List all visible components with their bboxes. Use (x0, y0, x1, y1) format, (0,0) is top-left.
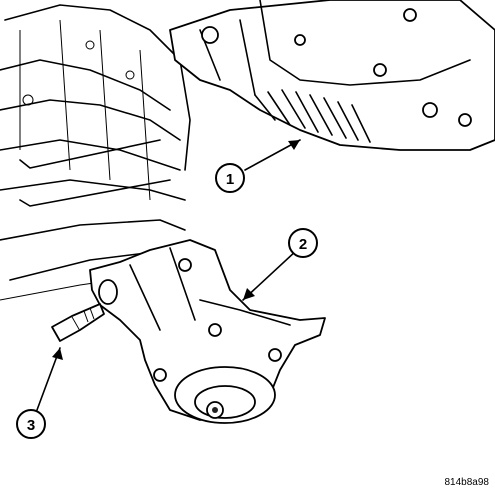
transmission-housing (169, 0, 495, 151)
callout-2: 2 (288, 228, 318, 258)
callout-1: 1 (215, 163, 245, 193)
callout-1-label: 1 (226, 171, 234, 188)
figure-id: 814b8a98 (444, 477, 490, 488)
engine-mount-bracket (89, 239, 326, 424)
leader-lines (36, 139, 301, 411)
callout-3-label: 3 (27, 417, 35, 434)
mounting-bolt (51, 303, 105, 342)
callout-3: 3 (16, 409, 46, 439)
oil-pan-fins (254, 89, 371, 143)
callout-2-label: 2 (299, 236, 307, 253)
